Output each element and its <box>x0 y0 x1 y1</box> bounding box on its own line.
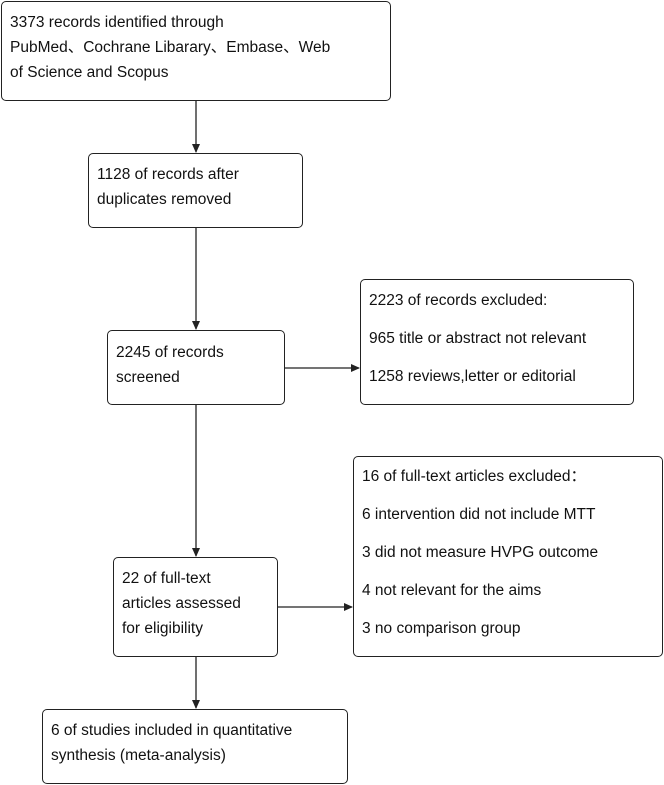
box-text-line: synthesis (meta-analysis) <box>51 747 226 764</box>
box-text-line: for eligibility <box>122 620 203 637</box>
box-text-line: 2245 of records <box>116 344 224 361</box>
box-text-line: 3 no comparison group <box>362 620 521 637</box>
box-text-line: 965 title or abstract not relevant <box>369 330 587 347</box>
studies-included-box: 6 of studies included in quantitative sy… <box>42 709 348 784</box>
box-text-line: articles assessed <box>122 595 241 612</box>
box-text-line: 1258 reviews,letter or editorial <box>369 368 576 385</box>
box-text-line: duplicates removed <box>97 191 232 208</box>
box-text-line: 16 of full-text articles excluded： <box>362 468 586 485</box>
box-text-line: screened <box>116 369 180 386</box>
box-text-line: 6 of studies included in quantitative <box>51 722 293 739</box>
box-text-line: 22 of full-text <box>122 570 211 587</box>
box-text-line: 4 not relevant for the aims <box>362 582 542 599</box>
after-duplicates-box: 1128 of records after duplicates removed <box>88 153 303 228</box>
box-text-line: PubMed、Cochrane Libarary、Embase、Web <box>10 39 331 56</box>
box-text-line: of Science and Scopus <box>10 64 169 81</box>
fulltext-assessed-box: 22 of full-text articles assessed for el… <box>113 557 278 657</box>
box-text-line: 3373 records identified through <box>10 14 224 31</box>
box-text-line: 6 intervention did not include MTT <box>362 506 596 523</box>
fulltext-excluded-box: 16 of full-text articles excluded： 6 int… <box>353 456 663 657</box>
records-screened-box: 2245 of records screened <box>107 330 285 405</box>
box-text-line: 2223 of records excluded: <box>369 292 548 309</box>
records-excluded-box: 2223 of records excluded: 965 title or a… <box>360 279 634 405</box>
box-text-line: 1128 of records after <box>97 166 239 183</box>
box-text-line: 3 did not measure HVPG outcome <box>362 544 599 561</box>
records-identified-box: 3373 records identified through PubMed、C… <box>1 1 391 101</box>
